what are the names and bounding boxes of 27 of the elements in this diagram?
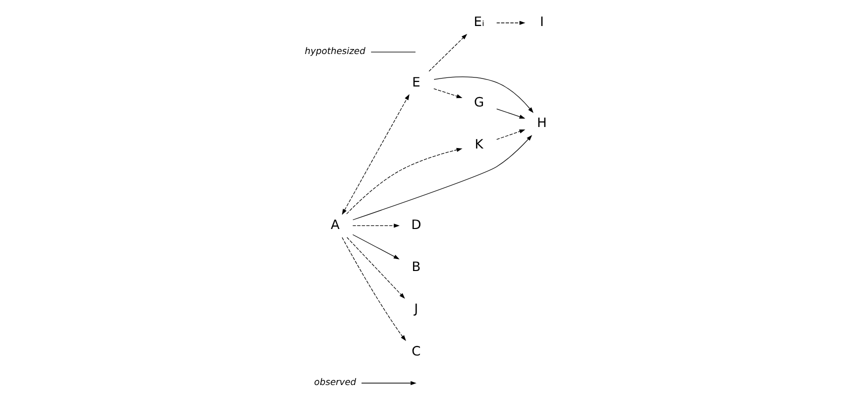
arrow <box>352 234 400 260</box>
arrow <box>428 34 468 72</box>
node-text: K <box>474 138 484 153</box>
node-text: D <box>411 218 422 233</box>
node-text: Eᵢ <box>474 15 484 30</box>
arrow <box>496 130 526 140</box>
arrow <box>434 76 534 114</box>
arrow <box>496 20 526 25</box>
arrow <box>352 224 400 228</box>
arrow <box>352 134 532 220</box>
arrow <box>342 237 406 341</box>
node-text: G <box>474 95 484 110</box>
node-text: H <box>537 116 547 132</box>
arrow <box>361 381 416 386</box>
node-text: J <box>414 302 418 318</box>
arrow <box>346 237 405 299</box>
arrow <box>346 148 462 214</box>
node-text: hypothesized <box>304 46 366 57</box>
node-text: E <box>412 75 420 90</box>
arrow <box>342 94 410 215</box>
node-text: A <box>330 218 340 233</box>
node-text: I <box>540 15 544 30</box>
node-text: C <box>412 344 421 360</box>
node-text: B <box>412 260 421 276</box>
arrow <box>496 108 526 119</box>
arrow <box>434 88 462 98</box>
node-text: observed <box>314 378 356 388</box>
